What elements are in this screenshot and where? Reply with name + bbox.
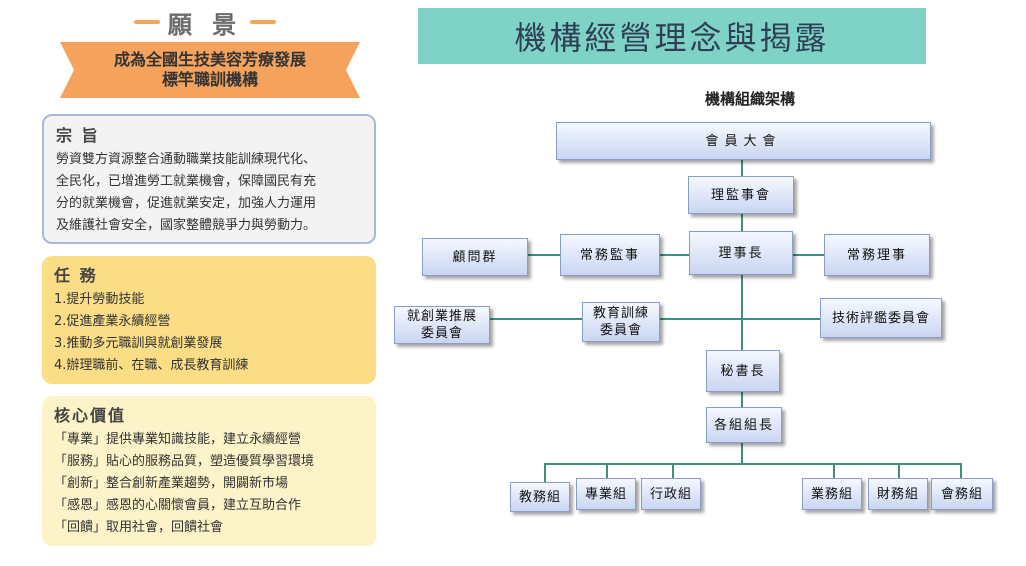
connector-row3 [528,254,824,256]
node-general-assembly: 會員大會 [556,122,931,160]
page-title-bar: 機構經營理念與揭露 [418,8,926,64]
node-group: 業務組 [802,478,862,510]
purpose-line: 全民化，已增進勞工就業機會，保障國民有充 [56,174,317,189]
node-group-leaders: 各組組長 [706,407,782,443]
tasks-title: 任 務 [54,266,98,285]
node-training-committee: 教育訓練 委員會 [582,302,660,342]
core-value-item: 「服務」貼心的服務品質，塑造優質學習環境 [54,454,315,469]
vision-banner: 成為全國生技美容芳療發展 標竿職訓機構 [60,42,360,98]
vision-banner-line-2: 標竿職訓機構 [161,70,258,89]
title-dash-right [250,20,277,24]
connector-drop [833,463,835,479]
node-standing-supervisor: 常務監事 [560,234,660,276]
node-training-committee-line-1: 教育訓練 [592,306,649,321]
vision-banner-line-1: 成為全國生技美容芳療發展 [113,50,306,69]
node-employment-committee: 就創業推展 委員會 [394,306,490,344]
node-consultants: 顧問群 [422,238,528,276]
core-value-item: 「回饋」取用社會，回饋社會 [54,520,224,535]
node-standing-director: 常務理事 [824,234,930,276]
task-item: 4.辦理職前、在職、成長教育訓練 [54,358,249,373]
connector-drop [544,463,546,483]
purpose-title: 宗 旨 [56,126,100,145]
core-value-item: 「感恩」感恩的心關懷會員，建立互助合作 [54,498,302,513]
node-board: 理監事會 [688,176,794,214]
vision-title: 願 景 [130,6,280,39]
node-group: 財務組 [868,478,928,510]
task-item: 2.促進產業永續經營 [54,314,171,329]
tasks-card: 任 務 1.提升勞動技能 2.促進產業永續經營 3.推動多元職訓與就創業發展 4… [42,256,376,384]
purpose-card: 宗 旨 勞資雙方資源整合通動職業技能訓練現代化、 全民化，已增進勞工就業機會，保… [42,114,376,244]
org-chart-caption: 機構組織架構 [704,90,795,108]
core-values-card: 核心價值 「專業」提供專業知識技能，建立永續經營 「服務」貼心的服務品質，塑造優… [42,396,376,546]
core-value-item: 「專業」提供專業知識技能，建立永續經營 [54,432,302,447]
connector-drop [960,463,962,479]
connector-drop [898,463,900,479]
core-values-title: 核心價值 [54,406,127,425]
connector-drop [672,463,674,479]
purpose-line: 勞資雙方資源整合通動職業技能訓練現代化、 [56,152,317,167]
task-item: 3.推動多元職訓與就創業發展 [54,336,223,351]
title-dash-left [133,20,160,24]
ribbon-shape [60,42,360,98]
node-employment-committee-line-1: 就創業推展 [406,309,477,324]
node-group: 教務組 [510,482,570,512]
vision-title-text: 願 景 [167,10,243,39]
core-value-item: 「創新」整合創新產業趨勢，開闢新市場 [54,476,289,491]
node-chairman: 理事長 [689,231,793,275]
page-title: 機構經營理念與揭露 [514,19,830,57]
connector-groups-bar [544,463,962,465]
task-item: 1.提升勞動技能 [54,292,145,307]
node-secretary-general: 秘書長 [706,350,780,392]
purpose-line: 及維護社會安全，國家整體競爭力與勞動力。 [56,218,317,233]
connector-groups-stem [741,442,743,464]
node-skill-committee: 技術評鑑委員會 [820,298,942,338]
node-group: 專業組 [576,478,636,510]
connector-trunk [741,160,743,442]
connector-drop [606,463,608,479]
node-group: 行政組 [641,478,701,510]
node-group: 會務組 [931,478,993,510]
node-training-committee-line-2: 委員會 [599,323,642,338]
node-employment-committee-line-2: 委員會 [420,326,463,341]
purpose-line: 分的就業機會，促進就業安定，加強人力運用 [56,196,317,211]
